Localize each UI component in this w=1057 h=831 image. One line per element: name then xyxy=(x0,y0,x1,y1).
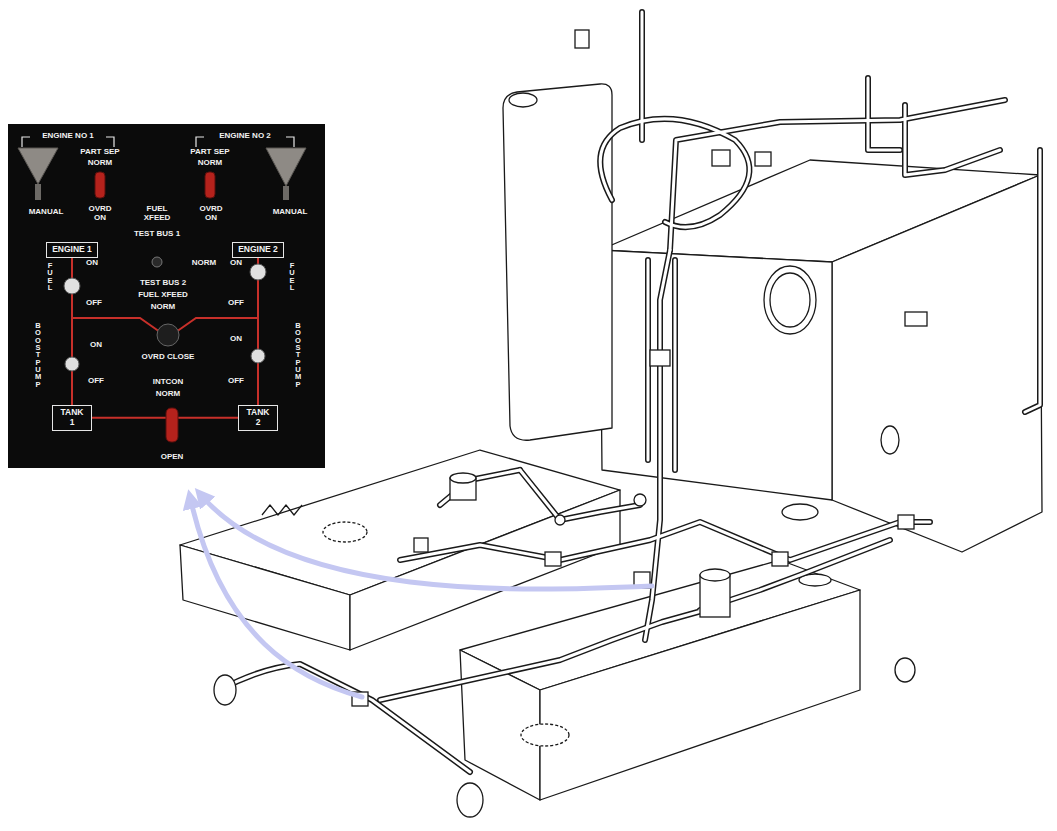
panel-box: ENGINE 2 xyxy=(232,242,284,258)
panel-label: FUEL xyxy=(46,262,54,291)
access-cover xyxy=(323,522,367,542)
valve xyxy=(898,515,914,529)
panel-label: OFF xyxy=(86,298,102,307)
lever-switch xyxy=(266,148,306,186)
filler-cap xyxy=(509,93,537,107)
panel-box: ENGINE 1 xyxy=(46,242,98,258)
panel-label: NORM xyxy=(156,389,180,398)
panel-label: NORM xyxy=(192,258,216,267)
tank-side-face xyxy=(832,175,1042,552)
lifting-eye xyxy=(457,783,483,817)
panel-label: BOOST PUMP xyxy=(34,322,42,388)
panel-label: ON xyxy=(230,334,242,343)
panel-label: PART SEP xyxy=(80,147,119,156)
box-text: ENGINE 2 xyxy=(238,245,278,255)
panel-label: OFF xyxy=(228,376,244,385)
valve xyxy=(772,552,788,566)
pointer-arrow xyxy=(200,494,652,589)
panel-label: PART SEP xyxy=(190,147,229,156)
valve xyxy=(414,538,428,552)
panel-label: OFF xyxy=(88,376,104,385)
toggle-switch xyxy=(152,257,162,267)
control-panel xyxy=(8,124,325,468)
panel-label: OPEN xyxy=(161,452,184,461)
access-cover-ring xyxy=(770,273,810,327)
tank-upright-left xyxy=(503,84,612,440)
valve xyxy=(712,150,730,166)
pipe-cores xyxy=(220,12,1040,772)
panel-label: FUEL XFEED xyxy=(137,204,177,222)
valve xyxy=(905,312,927,326)
toggle-switch xyxy=(65,357,79,371)
valve xyxy=(650,350,670,366)
lifting-eye xyxy=(895,658,915,682)
tank-front-face xyxy=(180,545,350,650)
panel-label: FUEL xyxy=(288,262,296,291)
valve xyxy=(755,152,771,166)
panel-label: MANUAL xyxy=(273,207,308,216)
bottom-tanks xyxy=(180,450,860,800)
boost-pump-top xyxy=(700,569,730,581)
panel-label: FUEL XFEED xyxy=(138,290,188,299)
valve xyxy=(545,552,561,566)
access-cover xyxy=(764,266,816,334)
panel-label: ENGINE NO 2 xyxy=(219,131,271,140)
access-cover xyxy=(521,724,569,746)
pointer-arrows xyxy=(190,494,652,697)
fuel-line xyxy=(92,417,238,419)
panel-label: ON xyxy=(230,258,242,267)
panel-label: BOOST PUMP xyxy=(294,322,302,388)
panel-label: NORM xyxy=(88,158,112,167)
pipe-outlines xyxy=(220,12,1040,772)
pipe-joint xyxy=(555,515,565,525)
panel-switches xyxy=(18,148,306,442)
pointer-arrow xyxy=(190,497,362,697)
box-text: TANK 1 xyxy=(58,408,86,428)
lever-switch xyxy=(18,148,58,184)
crossfeed-knob xyxy=(157,324,179,346)
panel-box: TANK 2 xyxy=(238,405,278,431)
toggle-switch xyxy=(250,264,266,280)
connector-plug xyxy=(575,30,589,48)
panel-label: MANUAL xyxy=(29,207,64,216)
panel-label: ON xyxy=(90,340,102,349)
boost-pump-top xyxy=(450,473,476,483)
lever-stem xyxy=(35,184,41,200)
panel-label: ON xyxy=(86,258,98,267)
panel-label: OVRD CLOSE xyxy=(142,352,195,361)
lifting-eye xyxy=(881,426,899,454)
guarded-switch xyxy=(95,172,105,198)
panel-label: TEST BUS 1 xyxy=(134,229,180,238)
panel-label: OVRD ON xyxy=(196,204,226,222)
panel-label: TEST BUS 2 xyxy=(140,278,186,287)
panel-label: OFF xyxy=(228,298,244,307)
panel-label: INTCON xyxy=(153,377,184,386)
pipe-joint xyxy=(634,494,646,506)
lever-stem xyxy=(283,186,289,200)
tank-side-face xyxy=(540,590,860,800)
tank-front-face xyxy=(600,250,832,500)
lifting-eye xyxy=(214,675,236,705)
guarded-switch xyxy=(166,408,178,442)
toggle-switch xyxy=(251,349,265,363)
baffle xyxy=(262,505,302,515)
panel-label: NORM xyxy=(198,158,222,167)
box-text: ENGINE 1 xyxy=(52,245,92,255)
panel-box: TANK 1 xyxy=(52,405,92,431)
panel-label: OVRD ON xyxy=(85,204,115,222)
panel-label: ENGINE NO 1 xyxy=(42,131,94,140)
box-text: TANK 2 xyxy=(244,408,272,428)
access-cover xyxy=(782,504,818,520)
panel-label: NORM xyxy=(151,302,175,311)
guarded-switch xyxy=(205,172,215,198)
toggle-switch xyxy=(64,278,80,294)
